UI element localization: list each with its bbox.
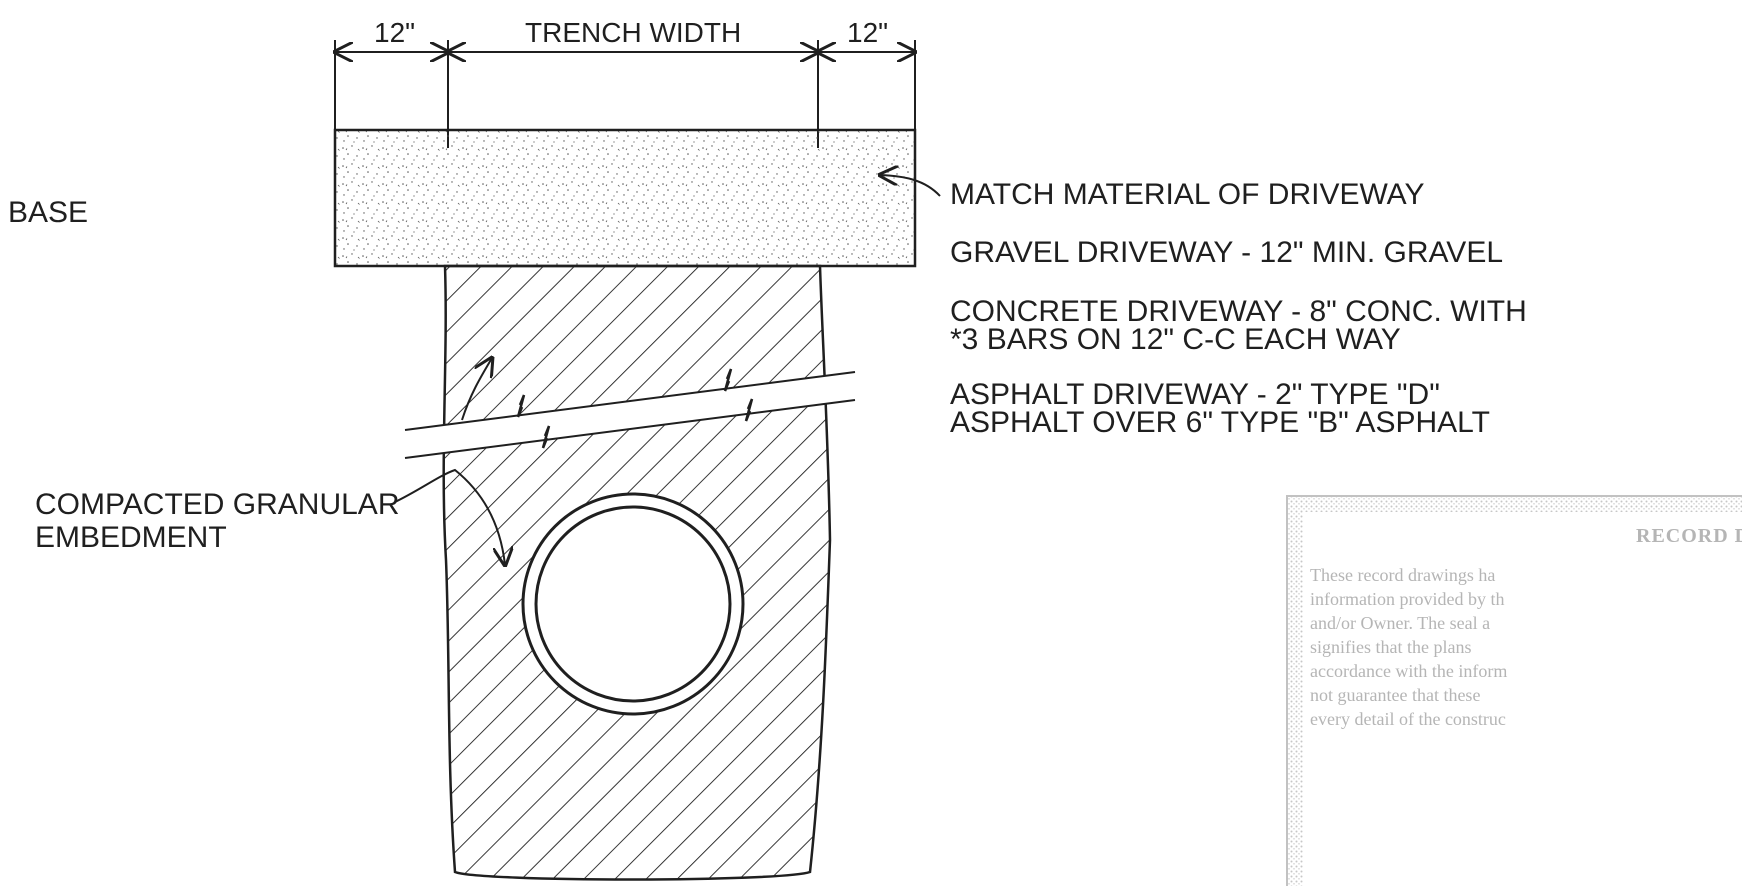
asphalt-driveway-label-line2: ASPHALT OVER 6" TYPE "B" ASPHALT — [950, 406, 1490, 439]
trench-width-dimension: TRENCH WIDTH — [525, 17, 741, 48]
stamp-line: not guarantee that these — [1310, 685, 1480, 705]
dimension-lines — [335, 40, 915, 148]
right-offset-dimension: 12" — [847, 17, 888, 48]
embedment-label-line2: EMBEDMENT — [35, 521, 227, 554]
stamp-title: RECORD D — [1636, 525, 1742, 547]
stamp-line: accordance with the inform — [1310, 661, 1507, 681]
driveway-base-slab — [333, 128, 917, 268]
embedment-label-line1: COMPACTED GRANULAR — [35, 488, 399, 521]
stamp-line: These record drawings ha — [1310, 565, 1495, 585]
base-label: BASE — [8, 196, 88, 229]
break-line — [404, 368, 856, 459]
concrete-driveway-label-line1: CONCRETE DRIVEWAY - 8" CONC. WITH — [950, 295, 1527, 328]
embedment-leader — [394, 468, 505, 565]
pipe — [521, 492, 745, 716]
match-material-label: MATCH MATERIAL OF DRIVEWAY — [950, 178, 1424, 211]
match-material-leader — [880, 175, 941, 197]
stamp-line: information provided by th — [1310, 589, 1504, 609]
stamp-line: signifies that the plans — [1310, 637, 1471, 657]
stamp-line: every detail of the construc — [1310, 709, 1506, 729]
stamp-line: and/or Owner. The seal a — [1310, 613, 1490, 633]
asphalt-driveway-label-line1: ASPHALT DRIVEWAY - 2" TYPE "D" — [950, 378, 1440, 411]
record-drawing-stamp: RECORD D These record drawings ha inform… — [1286, 495, 1742, 886]
gravel-driveway-label: GRAVEL DRIVEWAY - 12" MIN. GRAVEL — [950, 236, 1503, 269]
left-offset-dimension: 12" — [374, 17, 415, 48]
embedment-arrow-up — [461, 358, 492, 421]
concrete-driveway-label-line2: *3 BARS ON 12" C-C EACH WAY — [950, 323, 1401, 356]
